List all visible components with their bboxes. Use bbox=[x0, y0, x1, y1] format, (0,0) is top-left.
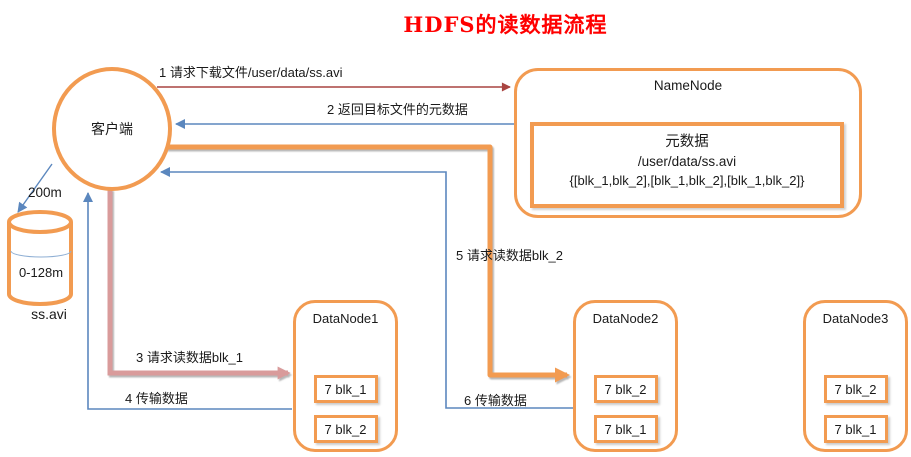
datanode2-box: DataNode2 7 blk_2 7 blk_1 bbox=[573, 300, 678, 452]
arrow-6-transfer-data bbox=[160, 167, 574, 409]
step-4-label: 4 传输数据 bbox=[125, 391, 188, 406]
client-label: 客户端 bbox=[91, 121, 133, 137]
file-size-label: 200m bbox=[28, 185, 62, 200]
datanode2-title: DataNode2 bbox=[592, 311, 659, 326]
arrow-file-size-pointer bbox=[17, 163, 53, 213]
client-node: 客户端 bbox=[52, 67, 172, 191]
datanode1-box: DataNode1 7 blk_1 7 blk_2 bbox=[293, 300, 398, 452]
datanode2-block-2: 7 blk_1 bbox=[593, 415, 658, 443]
datanode1-title: DataNode1 bbox=[312, 311, 379, 326]
metadata-box: 元数据 /user/data/ss.avi {[blk_1,blk_2],[bl… bbox=[530, 122, 844, 208]
file-name-label: ss.avi bbox=[31, 306, 67, 322]
metadata-title: 元数据 bbox=[665, 134, 709, 150]
arrow-4-transfer-data bbox=[83, 192, 292, 410]
step-1-label: 1 请求下载文件/user/data/ss.avi bbox=[159, 65, 343, 80]
metadata-block-list: {[blk_1,blk_2],[blk_1,blk_2],[blk_1,blk_… bbox=[569, 173, 805, 188]
metadata-file-path: /user/data/ss.avi bbox=[637, 154, 737, 169]
file-block-range-label: 0-128m bbox=[18, 265, 64, 280]
datanode3-block-1: 7 blk_2 bbox=[823, 375, 888, 403]
file-cylinder-divider bbox=[10, 250, 72, 258]
datanode2-block-1: 7 blk_2 bbox=[593, 375, 658, 403]
namenode-title: NameNode bbox=[653, 78, 723, 93]
datanode3-title: DataNode3 bbox=[822, 311, 889, 326]
step-6-label: 6 传输数据 bbox=[464, 393, 527, 408]
datanode1-block-2: 7 blk_2 bbox=[313, 415, 378, 443]
datanode3-block-2: 7 blk_1 bbox=[823, 415, 888, 443]
step-2-label: 2 返回目标文件的元数据 bbox=[327, 102, 468, 117]
file-cylinder-top bbox=[7, 210, 73, 234]
file-cylinder-body bbox=[7, 222, 73, 306]
datanode1-block-1: 7 blk_1 bbox=[313, 375, 378, 403]
namenode-box: NameNode 元数据 /user/data/ss.avi {[blk_1,b… bbox=[514, 68, 862, 218]
page-title: HDFS的读数据流程 bbox=[403, 12, 608, 37]
step-5-label: 5 请求读数据blk_2 bbox=[456, 248, 563, 263]
arrow-3-read-blk1 bbox=[107, 189, 291, 380]
arrow-5-read-blk2 bbox=[166, 144, 570, 383]
step-3-label: 3 请求读数据blk_1 bbox=[136, 350, 243, 365]
datanode3-box: DataNode3 7 blk_2 7 blk_1 bbox=[803, 300, 908, 452]
